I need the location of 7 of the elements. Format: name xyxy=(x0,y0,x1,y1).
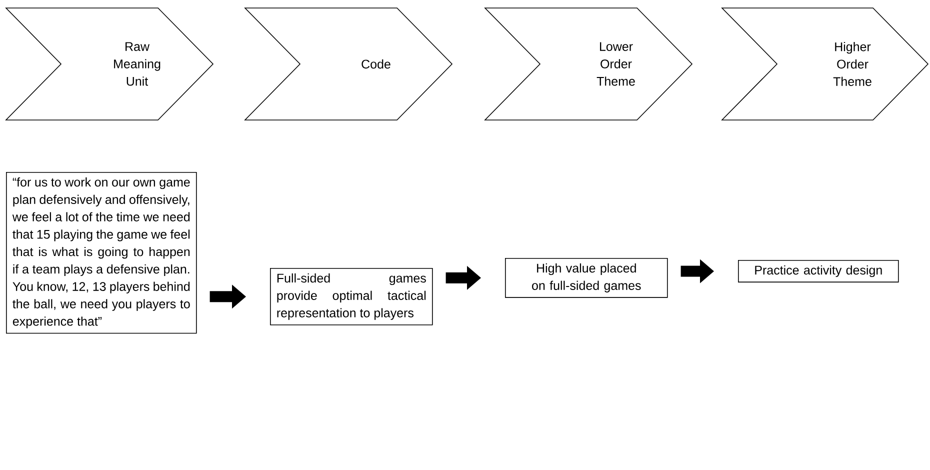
text-box: Full-sided games provide optimal tactical representation to players xyxy=(270,268,433,326)
text-box: “for us to work on our own game plan defensively and offensively, we feel a lot of the time we need that 15 playing the game we feel that is what is going to happen if a team plays a defensive plan. You know, 12, 13 players behind the ball, we need you players to experience that” xyxy=(6,172,197,334)
block-arrow xyxy=(210,284,246,309)
block-arrow xyxy=(446,266,481,290)
text-box: Practice activity design xyxy=(738,260,899,282)
block-arrow xyxy=(680,259,714,284)
text-box: High value placed on full-sided games xyxy=(505,258,668,298)
